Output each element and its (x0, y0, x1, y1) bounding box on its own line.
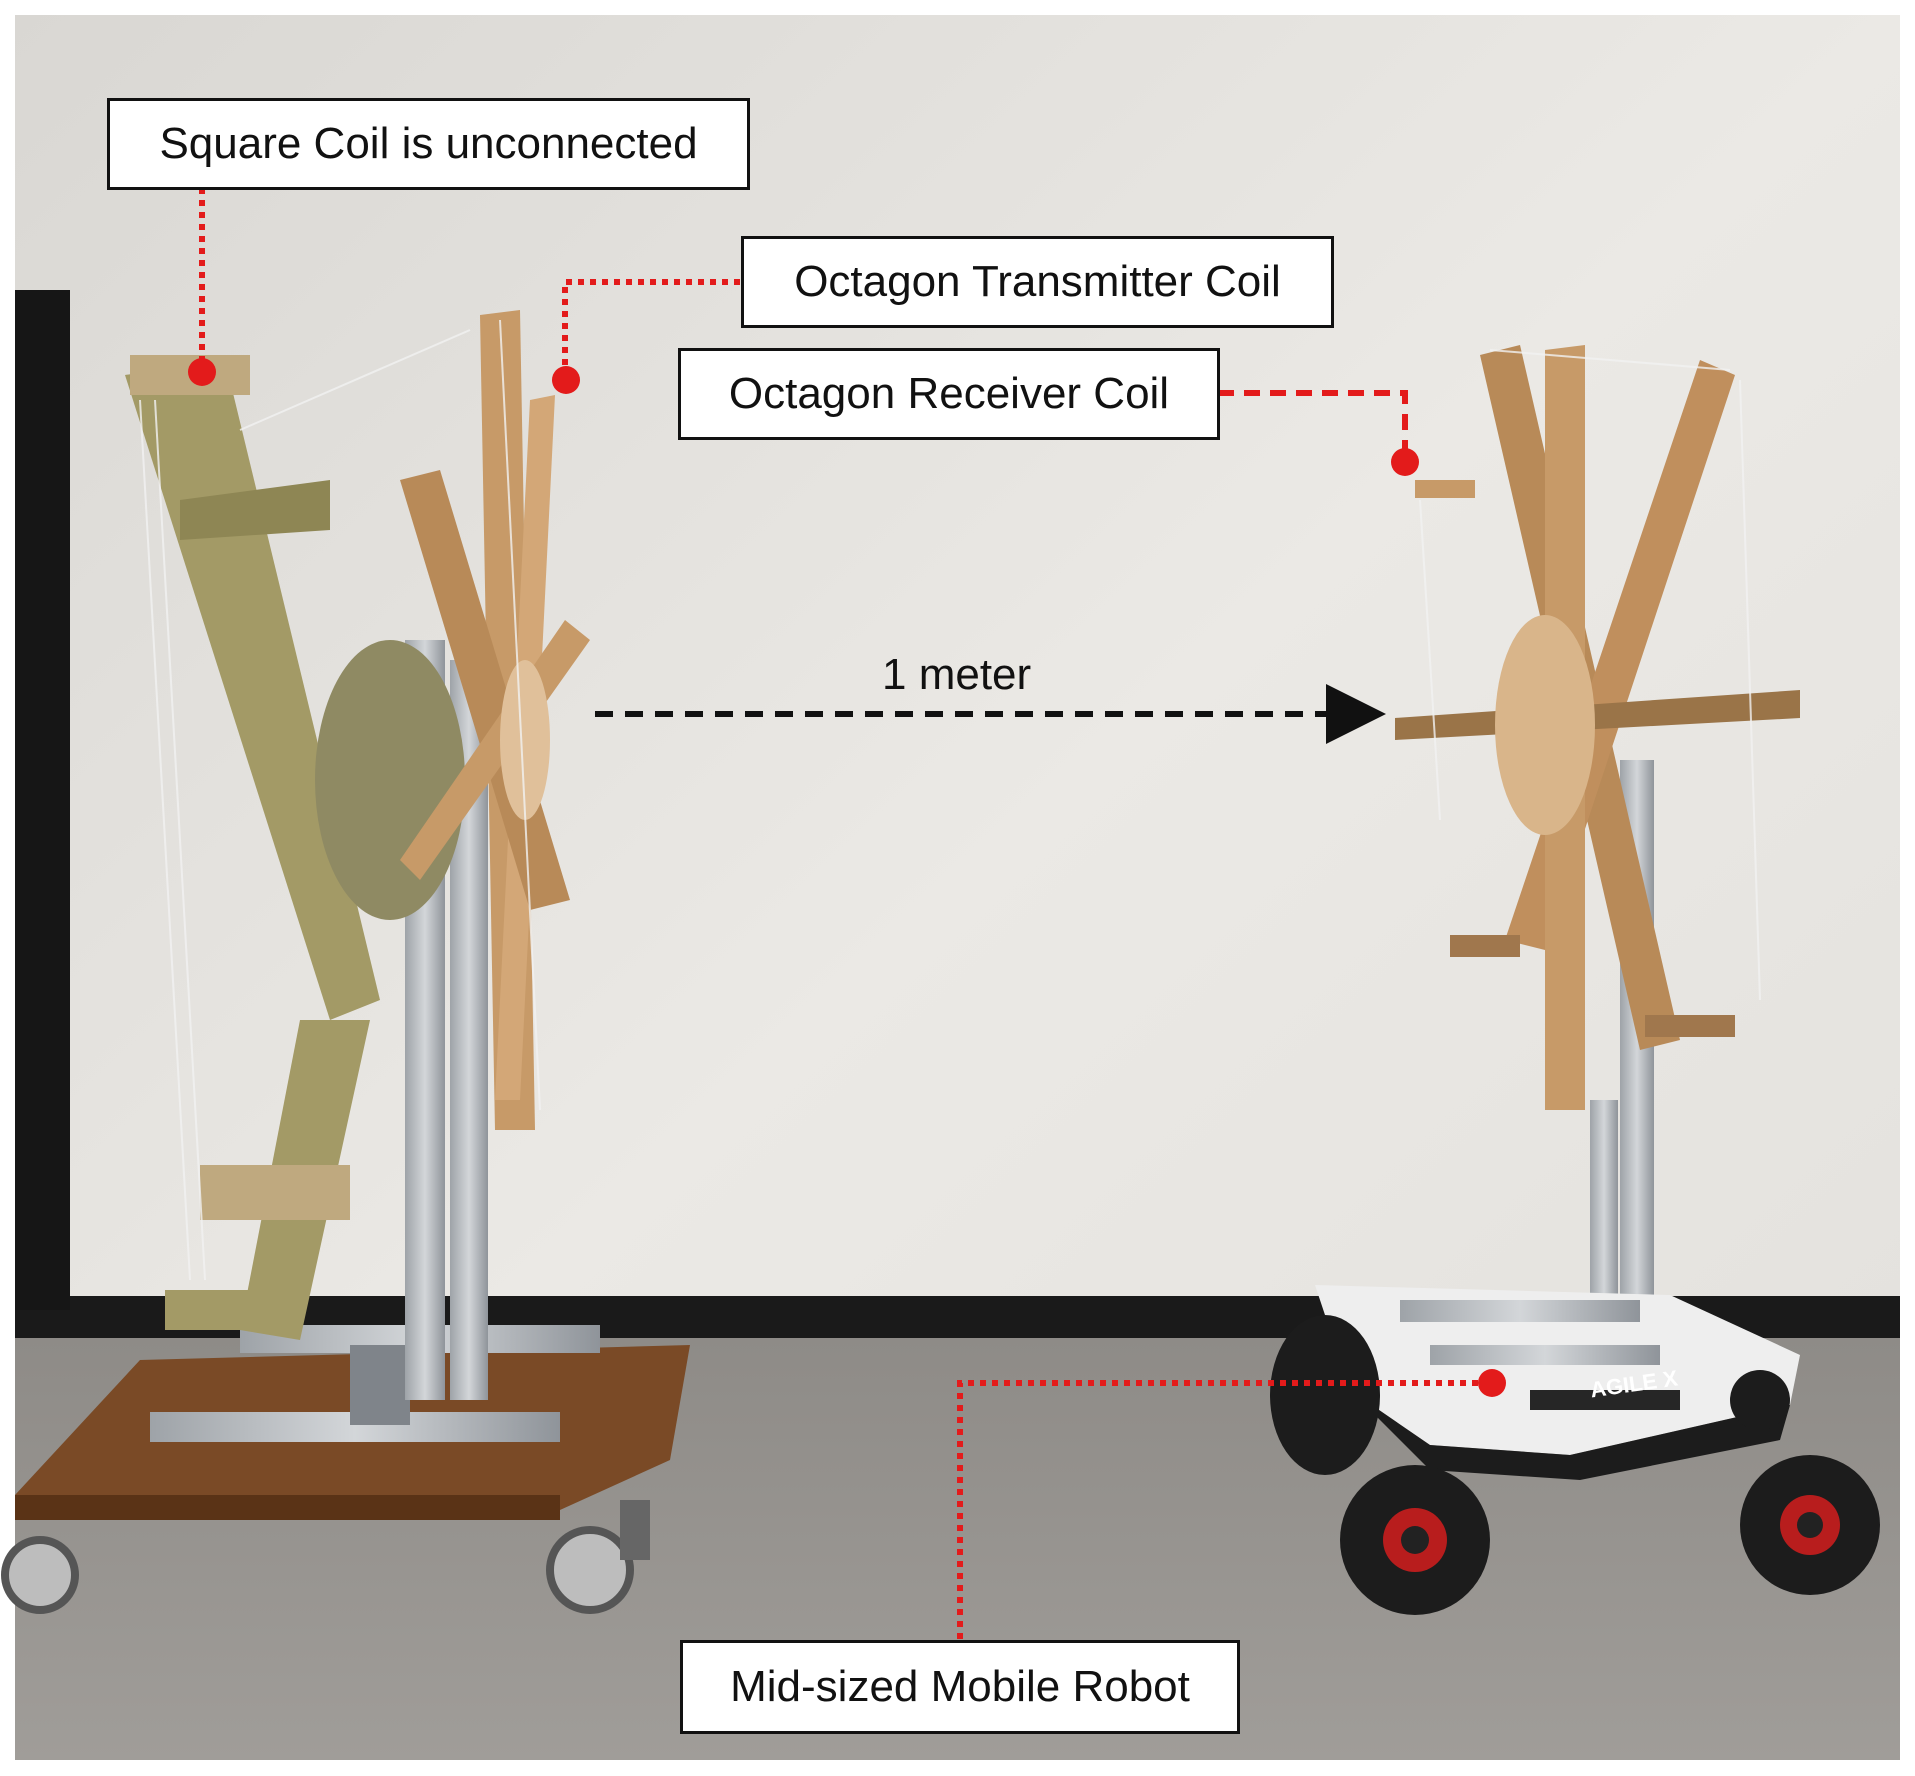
square-coil-callout: Square Coil is unconnected (107, 98, 750, 190)
receiver-dot (1391, 448, 1419, 476)
transmitter-coil-label: Octagon Transmitter Coil (794, 257, 1281, 306)
receiver-leader (1218, 390, 1408, 462)
robot-callout: Mid-sized Mobile Robot (680, 1640, 1240, 1734)
receiver-coil-label: Octagon Receiver Coil (728, 369, 1170, 418)
robot-label: Mid-sized Mobile Robot (730, 1662, 1190, 1711)
transmitter-dot (552, 366, 580, 394)
square-coil-dot (188, 358, 216, 386)
robot-leader (957, 1380, 1490, 1640)
transmitter-stand (1, 310, 690, 1614)
robot-dot (1478, 1369, 1506, 1397)
transmitter-coil-callout: Octagon Transmitter Coil (741, 236, 1334, 328)
square-coil-label: Square Coil is unconnected (159, 119, 698, 168)
callout-lines (199, 188, 1490, 1640)
callout-dots (188, 358, 1506, 1397)
receiver-coil-callout: Octagon Receiver Coil (678, 348, 1220, 440)
receiver-stand (1270, 345, 1880, 1615)
distance-label: 1 meter (882, 650, 1032, 699)
